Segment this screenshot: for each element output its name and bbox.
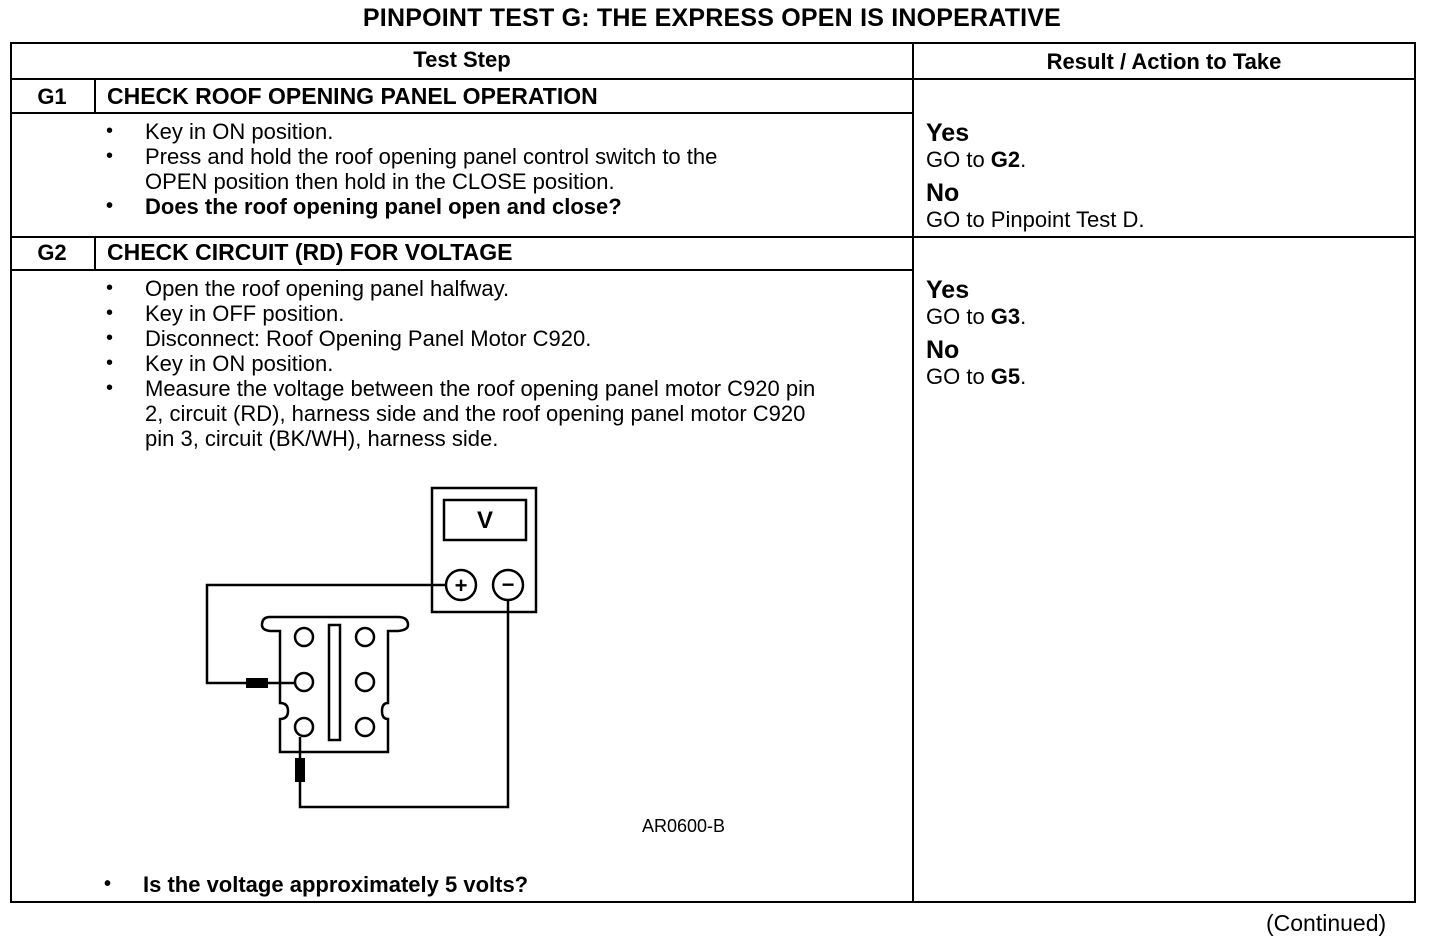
step-question-g2: Is the voltage approximately 5 volts?	[102, 872, 822, 897]
no-action: GO to Pinpoint Test D.	[926, 207, 1145, 232]
voltmeter-display	[442, 498, 528, 542]
plus-icon: +	[455, 573, 468, 598]
list-item: Key in ON position.	[104, 119, 824, 144]
step-id-g1: G1	[37, 84, 67, 109]
connector-pin	[293, 626, 315, 648]
minus-icon: −	[502, 572, 515, 597]
result-g2: Yes GO to G3. No GO to G5.	[926, 276, 1406, 396]
list-item: Does the roof opening panel open and clo…	[104, 194, 824, 219]
header-test-step: Test Step	[413, 47, 511, 72]
step-title-g1: CHECK ROOF OPENING PANEL OPERATION	[107, 83, 598, 109]
connector-pin	[354, 626, 376, 648]
list-item: Is the voltage approximately 5 volts?	[102, 872, 822, 897]
no-label: No	[926, 336, 960, 364]
positive-lead	[205, 583, 446, 685]
negative-lead	[298, 600, 510, 809]
step-list-g1: Key in ON position. Press and hold the r…	[104, 119, 824, 219]
voltmeter-body	[430, 486, 538, 614]
connector-pin	[293, 671, 315, 693]
step-list-g2: Open the roof opening panel halfway. Key…	[104, 276, 824, 451]
no-action: GO to G5.	[926, 364, 1027, 389]
result-g1: Yes GO to G2. No GO to Pinpoint Test D.	[926, 119, 1406, 239]
connector-pin	[354, 716, 376, 738]
voltmeter-diagram: V + −	[205, 486, 538, 809]
step-title-g2: CHECK CIRCUIT (RD) FOR VOLTAGE	[107, 239, 513, 265]
yes-action: GO to G3.	[926, 304, 1027, 329]
figure-id-label: AR0600-B	[642, 816, 726, 836]
voltmeter-display-text: V	[477, 507, 493, 534]
step-id-g2: G2	[37, 240, 67, 265]
connector-c920	[260, 615, 410, 754]
list-item: Measure the voltage between the roof ope…	[104, 376, 825, 451]
yes-action: GO to G2.	[926, 147, 1027, 172]
connector-pin	[293, 716, 315, 738]
yes-label: Yes	[926, 276, 970, 304]
no-label: No	[926, 179, 960, 207]
list-item: Key in OFF position.	[104, 301, 824, 326]
list-item: Key in ON position.	[104, 351, 824, 376]
connector-pin	[354, 671, 376, 693]
list-item: Press and hold the roof opening panel co…	[104, 144, 785, 194]
connector-slot	[327, 623, 342, 742]
list-item: Disconnect: Roof Opening Panel Motor C92…	[104, 326, 824, 351]
header-result-action: Result / Action to Take	[1046, 49, 1282, 74]
probe-tip-negative	[295, 758, 305, 782]
continued-label: (Continued)	[1266, 910, 1387, 936]
yes-label: Yes	[926, 119, 970, 147]
probe-tip-positive	[246, 678, 268, 688]
list-item: Open the roof opening panel halfway.	[104, 276, 824, 301]
page-title: PINPOINT TEST G: THE EXPRESS OPEN IS INO…	[362, 4, 1062, 32]
